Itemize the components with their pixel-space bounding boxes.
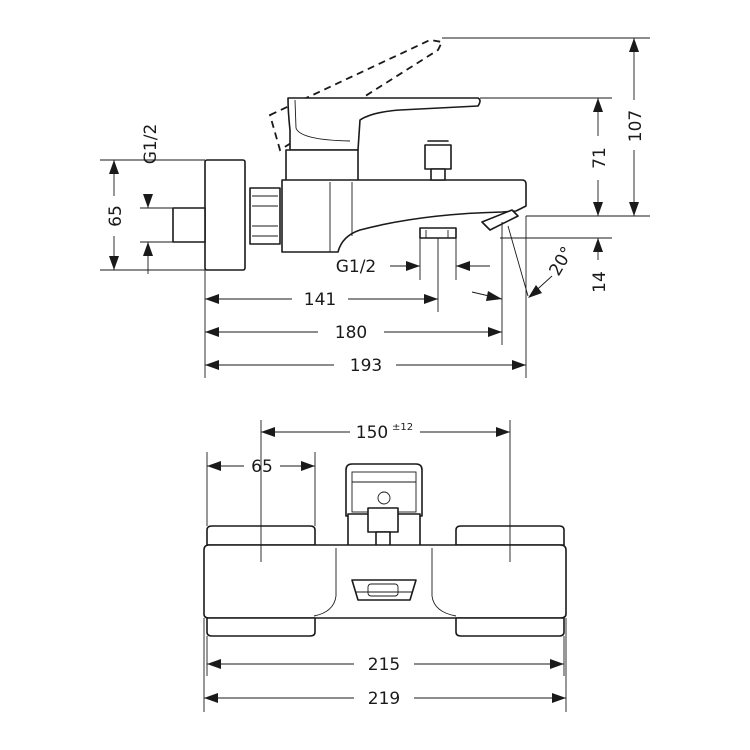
dimension-180: 180 — [205, 323, 502, 343]
dimension-141: 141 — [205, 290, 438, 310]
dimension-label-141: 141 — [304, 290, 336, 310]
dimension-label-215: 215 — [368, 655, 400, 675]
spout-nozzle — [481, 209, 519, 231]
dimension-label-107: 107 — [626, 110, 646, 142]
left-escutcheon-bottom — [206, 617, 316, 637]
dimension-71: 71 — [590, 98, 610, 216]
angle-20: 20° — [528, 243, 578, 298]
dimension-tolerance: ±12 — [392, 422, 413, 433]
body-front-curve-r — [431, 595, 457, 617]
spout-front-inner — [367, 583, 399, 597]
diverter-center-mark — [377, 491, 391, 505]
dimension-150: 150 ±12 — [261, 422, 510, 443]
dimension-label-180: 180 — [335, 323, 367, 343]
mixer-body — [281, 179, 527, 253]
inlet-thread-callout: G1/2 — [141, 124, 161, 274]
right-escutcheon-bottom — [455, 617, 565, 637]
wall-escutcheon — [204, 159, 246, 271]
spout-front — [351, 579, 417, 601]
body-front-curve — [313, 595, 337, 617]
dimension-label-71: 71 — [590, 147, 610, 169]
outlet-thread-label: G1/2 — [336, 257, 377, 277]
lever-raised-outline — [268, 39, 444, 152]
dimension-label-150: 150 — [356, 423, 388, 443]
dimension-label-219: 219 — [368, 689, 400, 709]
dimension-label-65-side: 65 — [106, 205, 126, 227]
side-view: 141 180 193 65 — [100, 37, 650, 378]
diverter-front-stem — [375, 531, 391, 547]
diverter-stem — [430, 168, 446, 181]
angle-label: 20° — [545, 243, 577, 279]
cartridge-cap — [285, 149, 359, 183]
lever-inner-line — [294, 99, 351, 142]
connection-nut — [249, 187, 281, 245]
dimension-14: 14 — [590, 238, 610, 293]
dimension-label-14: 14 — [590, 271, 610, 293]
diverter-front — [367, 507, 399, 533]
dimension-label-193: 193 — [350, 356, 382, 376]
lever-handle — [287, 97, 481, 151]
front-view: 150 ±12 65 215 219 — [203, 420, 567, 712]
inlet-thread-label: G1/2 — [141, 124, 161, 165]
outlet-offset-arrow — [471, 291, 503, 301]
dimension-65-vertical: 65 — [106, 160, 126, 270]
lever-top-view — [345, 463, 423, 517]
angle-line — [507, 225, 529, 297]
diverter-knob — [424, 144, 452, 170]
hose-outlet — [419, 227, 457, 239]
outlet-thread-callout: G1/2 — [336, 257, 490, 277]
dimension-215: 215 — [207, 655, 564, 675]
dimension-107: 107 — [626, 38, 646, 216]
dimension-65-front: 65 — [207, 457, 315, 477]
dimension-label-65-front: 65 — [251, 457, 273, 477]
inlet-pipe — [172, 207, 206, 243]
dimension-219: 219 — [204, 689, 566, 709]
dimension-193: 193 — [205, 356, 526, 376]
